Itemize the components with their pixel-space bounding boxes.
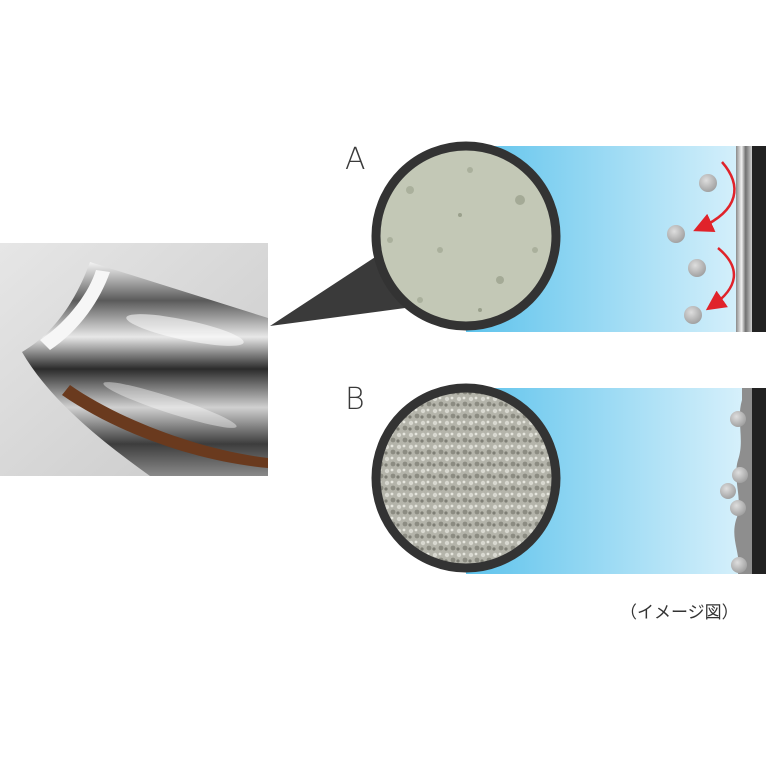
magnified-rough-surface bbox=[371, 383, 561, 573]
pipe-photo bbox=[0, 243, 268, 476]
bubble-icon bbox=[731, 557, 747, 573]
wall-reflective-a bbox=[736, 146, 752, 332]
bubble-icon bbox=[730, 500, 746, 516]
wall-b bbox=[752, 388, 766, 574]
bubble-icon bbox=[699, 174, 717, 192]
bubble-icon bbox=[688, 259, 706, 277]
bubbles-b bbox=[720, 411, 748, 573]
bubbles-a bbox=[667, 174, 717, 324]
panel-label-b: B bbox=[345, 382, 365, 417]
bubble-icon bbox=[667, 225, 685, 243]
magnified-smooth-surface bbox=[371, 141, 561, 331]
panel-label-a: A bbox=[345, 142, 366, 177]
curved-arrow-icon bbox=[693, 161, 736, 232]
bubble-icon bbox=[732, 467, 748, 483]
bubble-icon bbox=[730, 411, 746, 427]
image-caption: （イメージ図） bbox=[620, 603, 739, 623]
bubble-icon bbox=[720, 483, 736, 499]
curved-arrow-icon bbox=[705, 247, 735, 311]
bubble-icon bbox=[684, 306, 702, 324]
wall-a bbox=[752, 146, 766, 332]
